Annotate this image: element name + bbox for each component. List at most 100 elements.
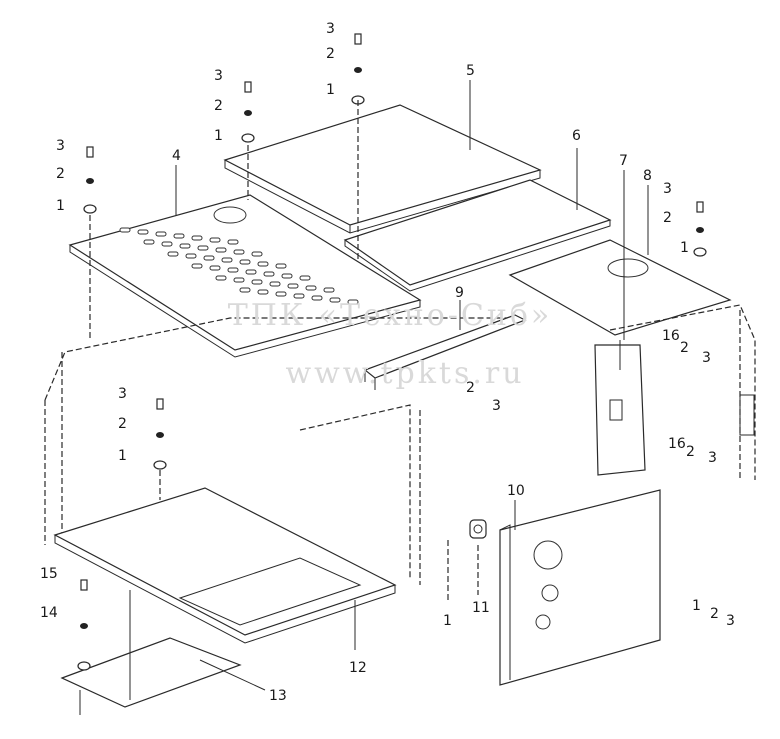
beam-9 (363, 314, 527, 390)
flat-washer-icon (241, 133, 255, 143)
top-panel-8 (508, 239, 756, 480)
louver-slot (239, 259, 251, 265)
louver-slot (197, 245, 209, 251)
callout-label: 2 (686, 444, 695, 460)
louver-slot (293, 293, 305, 299)
louver-slots (119, 227, 359, 305)
nut-11 (469, 519, 487, 595)
louver-slot (155, 231, 167, 237)
callout-label: 7 (619, 153, 628, 169)
bolt-icon (156, 398, 164, 410)
louver-slot (347, 299, 359, 305)
callout-label: 3 (492, 398, 501, 414)
callout-label: 12 (349, 660, 367, 676)
panel-hole-icon (607, 258, 649, 278)
louver-slot (239, 287, 251, 293)
callout-label: 3 (702, 350, 711, 366)
callout-label: 3 (118, 386, 127, 402)
louver-slot (179, 243, 191, 249)
frame-dashed (44, 317, 520, 585)
louver-slot (269, 281, 281, 287)
louver-slot (191, 235, 203, 241)
louver-slot (227, 267, 239, 273)
bolt-icon (354, 33, 362, 45)
louver-slot (305, 285, 317, 291)
louvered-panel-4 (68, 194, 422, 358)
callout-label: 16 (662, 328, 680, 344)
callout-label: 15 (40, 566, 58, 582)
flat-washer-icon (153, 460, 167, 470)
side-bracket-7 (594, 340, 646, 476)
callout-label: 3 (726, 613, 735, 629)
callout-label: 11 (472, 600, 490, 616)
louver-slot (299, 275, 311, 281)
callout-label: 6 (572, 128, 581, 144)
louver-slot (251, 251, 263, 257)
callout-label: 3 (56, 138, 65, 154)
bolt-icon (86, 146, 94, 158)
louver-slot (233, 277, 245, 283)
louver-slot (257, 261, 269, 267)
lock-washer-icon (86, 178, 94, 184)
fasteners (77, 33, 707, 671)
lock-washer-icon (80, 623, 88, 629)
lock-washer-icon (696, 227, 704, 233)
louver-slot (263, 271, 275, 277)
callout-label: 3 (663, 181, 672, 197)
louver-slot (215, 275, 227, 281)
callout-label: 1 (680, 240, 689, 256)
callout-label: 1 (692, 598, 701, 614)
louver-slot (137, 229, 149, 235)
louver-slot (257, 289, 269, 295)
louver-slot (215, 247, 227, 253)
flat-washer-icon (83, 204, 97, 214)
callout-label: 2 (466, 380, 475, 396)
louver-slot (161, 241, 173, 247)
callout-labels: 3 2 1 3 2 1 3 2 1 4 5 6 7 8 9 3 2 1 16 2… (40, 21, 735, 704)
lock-washer-icon (244, 110, 252, 116)
callout-label: 2 (663, 210, 672, 226)
louver-slot (221, 257, 233, 263)
callout-label: 14 (40, 605, 58, 621)
callout-label: 3 (326, 21, 335, 37)
flat-washer-icon (77, 661, 91, 671)
louver-slot (173, 233, 185, 239)
callout-label: 1 (214, 128, 223, 144)
callout-label: 2 (710, 606, 719, 622)
louver-slot (143, 239, 155, 245)
louver-slot (209, 265, 221, 271)
louver-slot (275, 291, 287, 297)
bolt-icon (80, 579, 88, 591)
callout-label: 2 (680, 340, 689, 356)
louver-slot (203, 255, 215, 261)
callout-label: 2 (118, 416, 127, 432)
callout-label: 5 (466, 63, 475, 79)
flat-washer-icon (693, 247, 707, 257)
louver-slot (209, 237, 221, 243)
louver-slot (233, 249, 245, 255)
callout-label: 3 (214, 68, 223, 84)
louver-slot (323, 287, 335, 293)
louver-slot (191, 263, 203, 269)
plate-13 (60, 590, 242, 715)
vent-hole-icon (213, 206, 247, 224)
bolt-icon (696, 201, 704, 213)
louver-slot (311, 295, 323, 301)
callout-label: 8 (643, 168, 652, 184)
louver-slot (287, 283, 299, 289)
end-panel-10 (499, 489, 661, 686)
louver-slot (227, 239, 239, 245)
leader-lines (89, 80, 649, 691)
callout-label: 1 (443, 613, 452, 629)
watermark: ТПК «Техно-Сиб» www.tpkts.ru (228, 298, 550, 391)
louver-slot (251, 279, 263, 285)
callout-label: 16 (668, 436, 686, 452)
callout-label: 2 (326, 46, 335, 62)
callout-label: 1 (118, 448, 127, 464)
callout-label: 4 (172, 148, 181, 164)
callout-label: 2 (214, 98, 223, 114)
louver-slot (185, 253, 197, 259)
callout-label: 3 (708, 450, 717, 466)
